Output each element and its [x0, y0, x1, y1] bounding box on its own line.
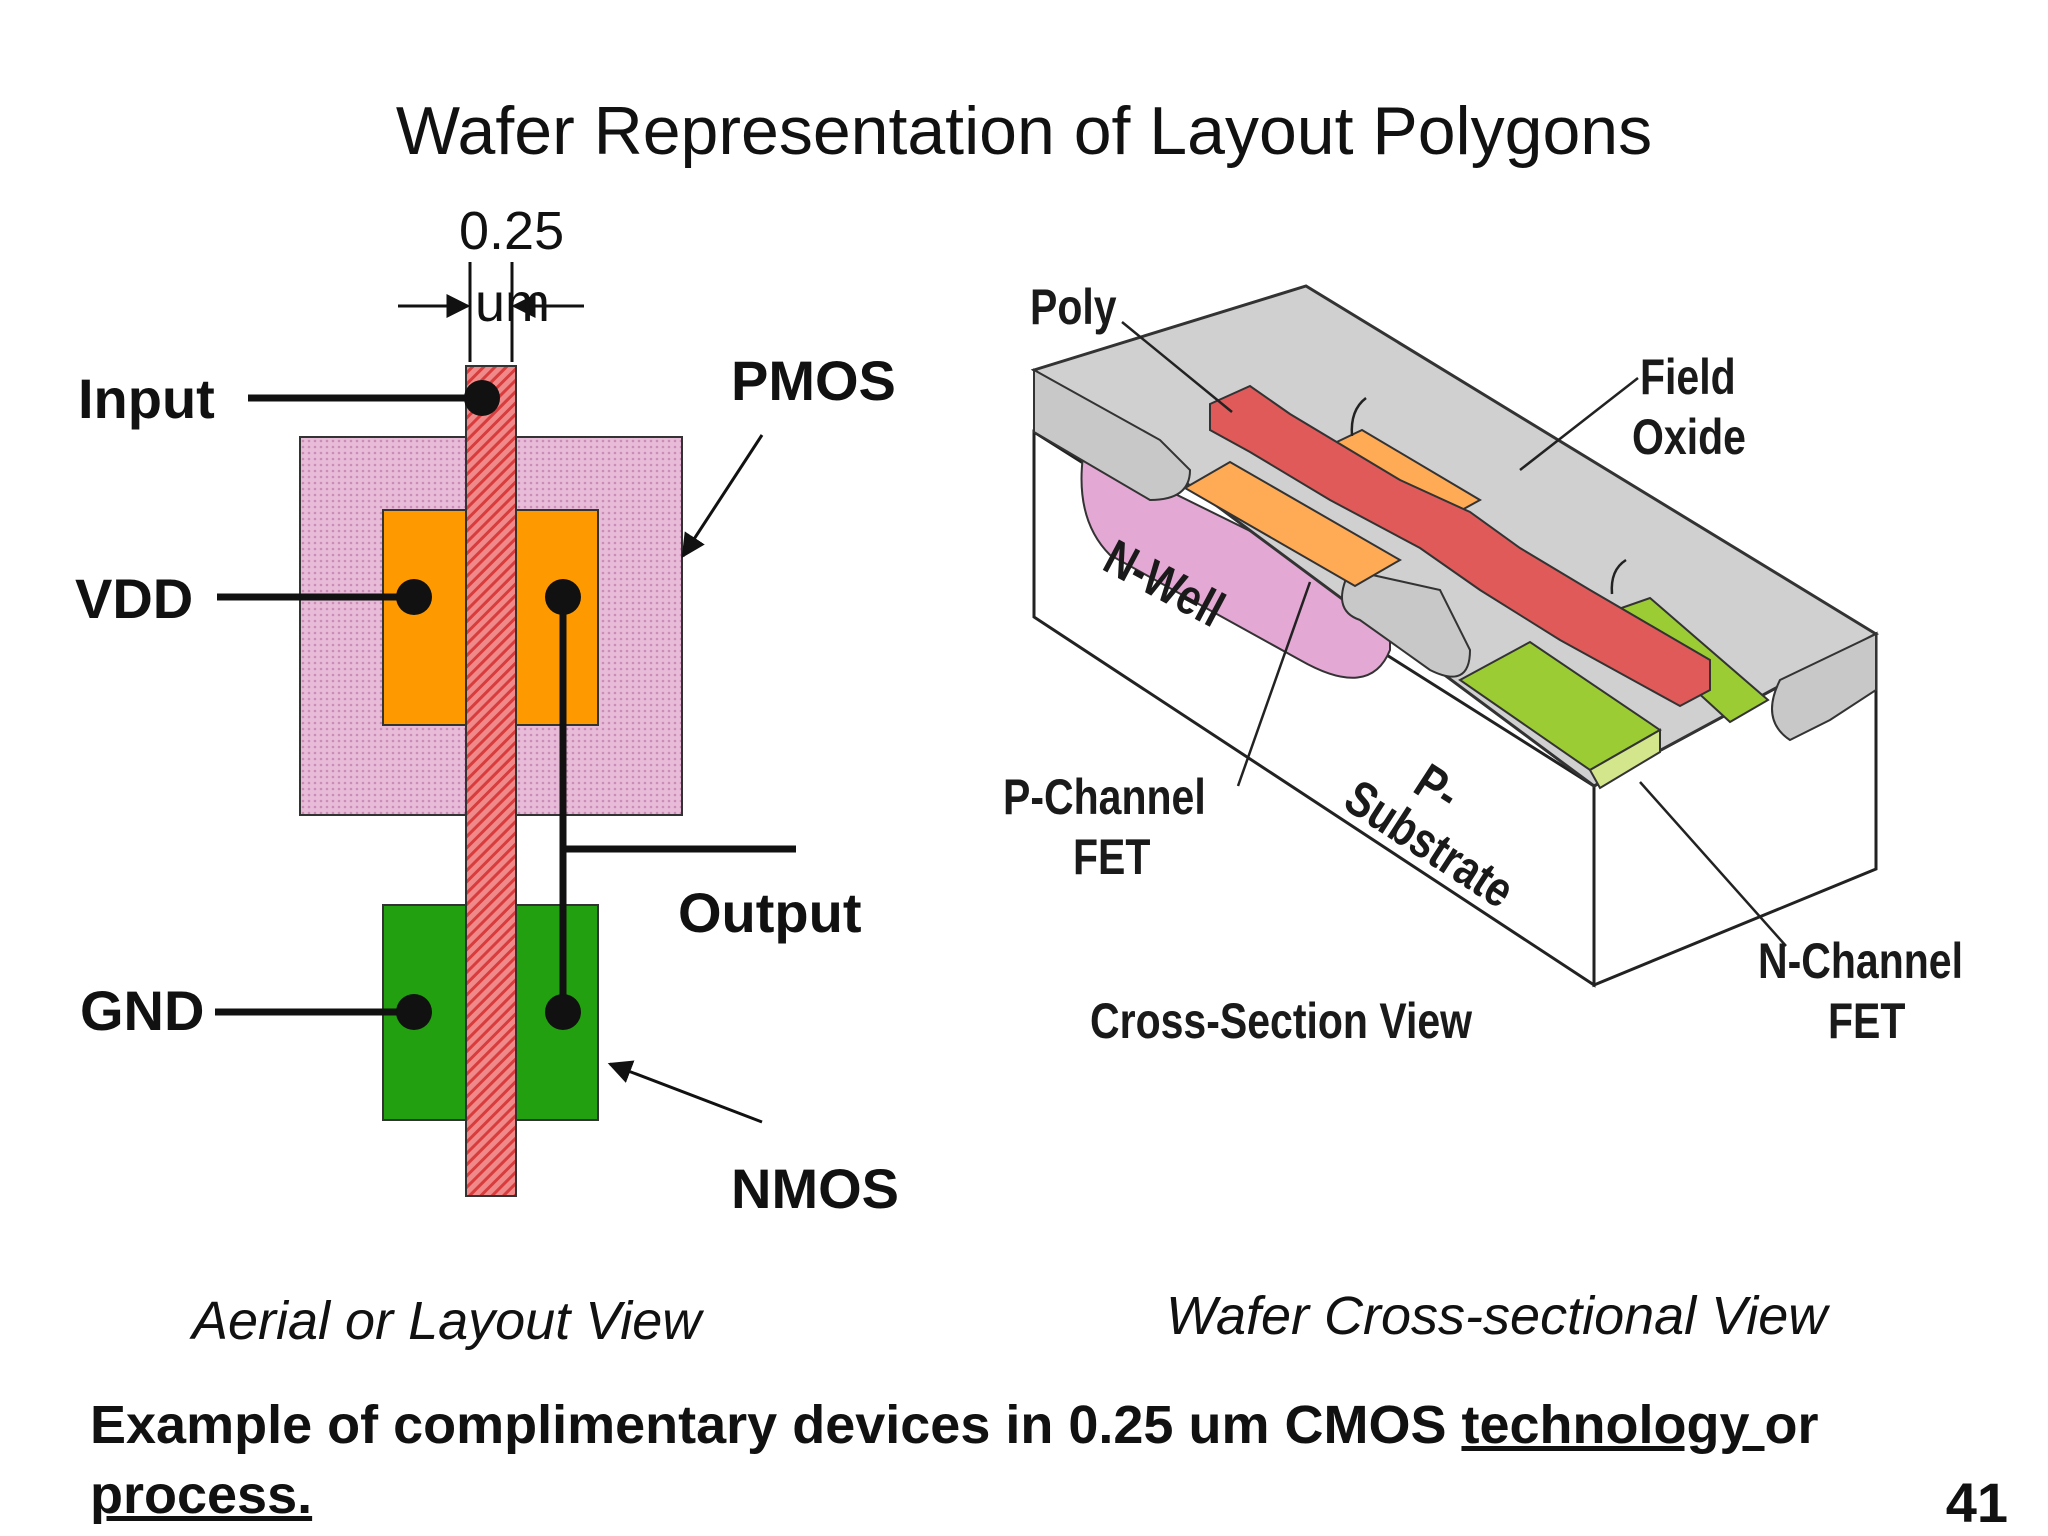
- nmos-label: NMOS: [731, 1157, 899, 1220]
- slide-title: Wafer Representation of Layout Polygons: [395, 93, 1653, 169]
- layout-diagram: [215, 262, 796, 1197]
- page-number: 41: [1945, 1471, 2008, 1534]
- poly-gate-strip: [1209, 384, 1711, 708]
- p-channel-leader: [1236, 581, 1312, 787]
- pmos-pointer-arrow: [681, 434, 764, 559]
- input-contact: [464, 380, 500, 416]
- n-channel-label-1: N-Channel: [1758, 933, 1963, 989]
- n-channel-leader: [1639, 781, 1787, 947]
- note-link-process: process.: [90, 1465, 313, 1526]
- field-oxide-front-left: [1033, 368, 1192, 502]
- field-oxide-label-1: Field: [1640, 349, 1736, 405]
- field-oxide-leader: [1519, 377, 1639, 471]
- p-channel-active: [1182, 460, 1403, 588]
- field-oxide-front-right: [1771, 632, 1877, 742]
- output-label: Output: [678, 881, 862, 944]
- nmos-pointer-arrow: [607, 1060, 763, 1124]
- poly-gate: [465, 365, 517, 1197]
- dimension-unit: um: [475, 273, 551, 333]
- gnd-contact: [396, 994, 432, 1030]
- dimension-value: 0.25: [459, 201, 565, 261]
- field-oxide-front-middle: [1341, 568, 1472, 678]
- gnd-label: GND: [80, 979, 205, 1042]
- n-channel-active-front: [1588, 728, 1661, 790]
- note-text-1: Example of complimentary devices in 0.25…: [90, 1395, 1462, 1455]
- p-channel-label-1: P-Channel: [1003, 769, 1206, 825]
- cross-section-view-label: Cross-Section View: [1090, 993, 1473, 1049]
- n-channel-label-2: FET: [1828, 993, 1906, 1049]
- note-link-technology: technology: [1461, 1395, 1765, 1455]
- contact-stub-2: [1610, 558, 1627, 595]
- nmos-drain-contact: [545, 994, 581, 1030]
- cross-section-caption: Wafer Cross-sectional View: [1166, 1286, 1828, 1346]
- cross-section-diagram: [1030, 284, 1880, 988]
- pmos-label: PMOS: [731, 349, 896, 412]
- note-text-2: or: [1764, 1395, 1819, 1455]
- contact-stub-1: [1350, 397, 1367, 437]
- vdd-contact: [396, 579, 432, 615]
- poly-leader: [1121, 321, 1233, 413]
- n-well-region: [1080, 450, 1391, 679]
- input-label: Input: [78, 367, 215, 430]
- slide-note: Example of complimentary devices in 0.25…: [90, 1390, 2010, 1530]
- poly-label: Poly: [1030, 279, 1117, 335]
- layout-view-caption: Aerial or Layout View: [192, 1291, 702, 1351]
- field-oxide-label-2: Oxide: [1632, 409, 1746, 465]
- vdd-label: VDD: [75, 567, 194, 630]
- p-channel-label-2: FET: [1073, 829, 1151, 885]
